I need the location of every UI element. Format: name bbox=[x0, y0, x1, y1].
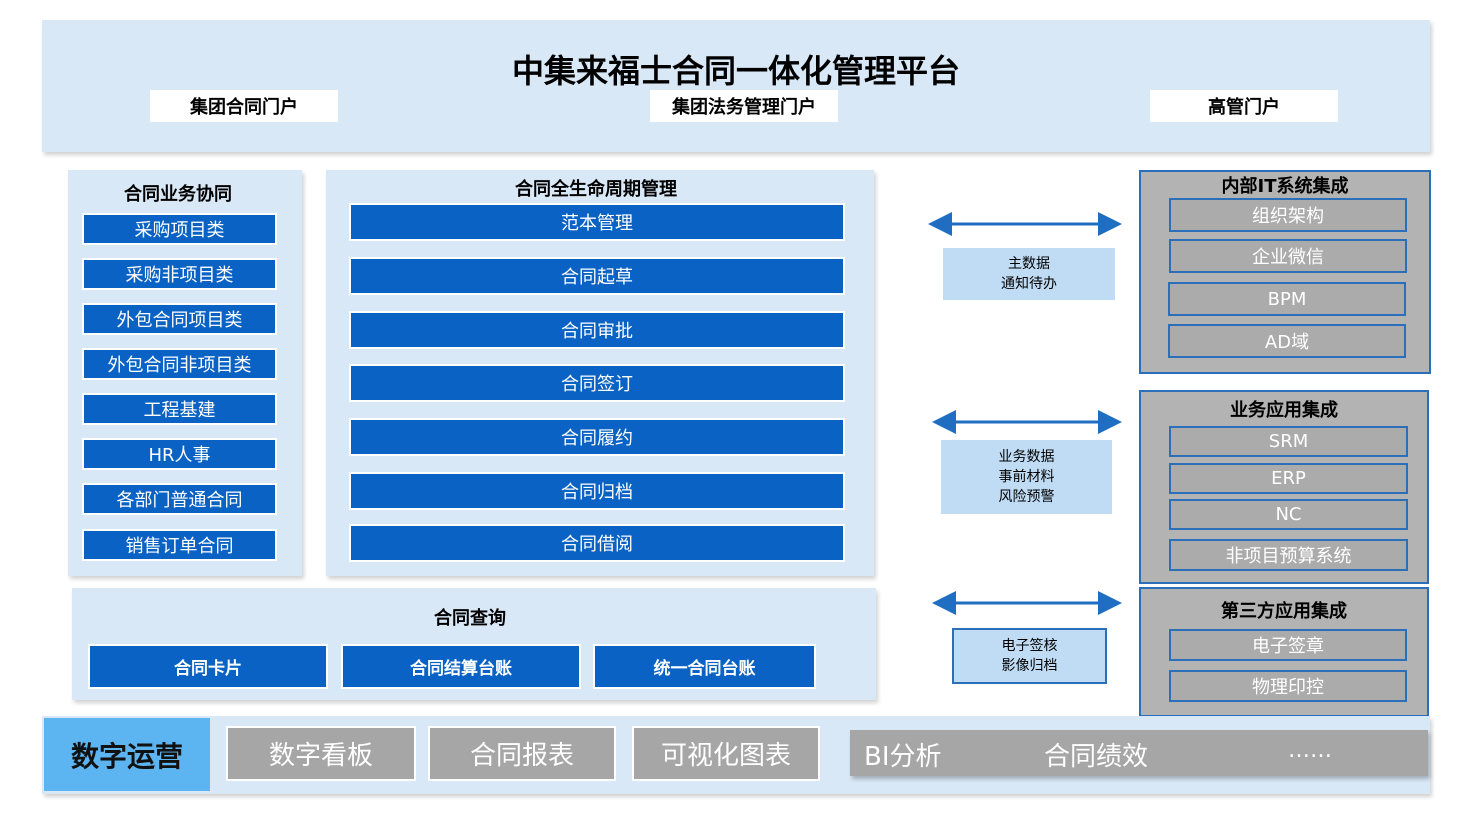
ops-dashboard[interactable]: 数字看板 bbox=[226, 726, 416, 781]
collab-item[interactable]: 采购非项目类 bbox=[82, 258, 277, 290]
flow-label-line: 风险预警 bbox=[998, 489, 1055, 505]
collab-item[interactable]: 采购项目类 bbox=[82, 213, 277, 245]
ops-report[interactable]: 合同报表 bbox=[428, 726, 616, 781]
lifecycle-item[interactable]: 合同归档 bbox=[349, 472, 845, 510]
biz-budget-system[interactable]: 非项目预算系统 bbox=[1169, 539, 1408, 571]
ops-bi-analysis[interactable]: BI分析 bbox=[864, 742, 942, 772]
header-panel: 中集来福士合同一体化管理平台 集团合同门户 集团法务管理门户 高管门户 bbox=[42, 20, 1430, 152]
collab-item[interactable]: 销售订单合同 bbox=[82, 529, 277, 561]
flow-label-line: 影像归档 bbox=[1001, 658, 1058, 674]
lifecycle-item[interactable]: 范本管理 bbox=[349, 203, 845, 241]
third-physical-seal[interactable]: 物理印控 bbox=[1169, 670, 1407, 702]
it-org-structure[interactable]: 组织架构 bbox=[1169, 198, 1407, 232]
biz-integration-title: 业务应用集成 bbox=[1230, 400, 1338, 421]
portal-legal[interactable]: 集团法务管理门户 bbox=[650, 90, 838, 122]
lifecycle-item[interactable]: 合同履约 bbox=[349, 418, 845, 456]
query-unified-ledger[interactable]: 统一合同台账 bbox=[593, 644, 816, 689]
ops-title-text: 数字运营 bbox=[70, 739, 183, 773]
it-wecom[interactable]: 企业微信 bbox=[1169, 239, 1407, 273]
page-title: 中集来福士合同一体化管理平台 bbox=[511, 52, 960, 90]
flow-label-line: 通知待办 bbox=[1001, 276, 1057, 292]
lifecycle-title: 合同全生命周期管理 bbox=[515, 179, 677, 200]
flow-label-business-data: 业务数据 事前材料 风险预警 bbox=[941, 440, 1112, 514]
collab-item[interactable]: 外包合同项目类 bbox=[82, 303, 277, 335]
portal-group-contract[interactable]: 集团合同门户 bbox=[150, 90, 338, 122]
query-title: 合同查询 bbox=[434, 608, 506, 629]
it-ad-domain[interactable]: AD域 bbox=[1168, 324, 1406, 358]
query-contract-card[interactable]: 合同卡片 bbox=[88, 644, 328, 689]
ops-extra-bar: BI分析 合同绩效 …… bbox=[850, 730, 1428, 776]
it-bpm[interactable]: BPM bbox=[1168, 282, 1406, 316]
collab-item[interactable]: 外包合同非项目类 bbox=[82, 348, 277, 380]
it-integration-title: 内部IT系统集成 bbox=[1221, 176, 1349, 197]
collab-item[interactable]: 各部门普通合同 bbox=[82, 483, 277, 515]
collab-item[interactable]: HR人事 bbox=[82, 438, 277, 470]
third-e-seal[interactable]: 电子签章 bbox=[1169, 629, 1407, 661]
biz-nc[interactable]: NC bbox=[1169, 499, 1408, 530]
flow-label-line: 主数据 bbox=[1008, 256, 1050, 272]
biz-erp[interactable]: ERP bbox=[1169, 463, 1408, 494]
ops-contract-performance[interactable]: 合同绩效 bbox=[1044, 742, 1149, 772]
ops-visual-chart[interactable]: 可视化图表 bbox=[632, 726, 820, 781]
flow-label-line: 电子签核 bbox=[1001, 638, 1058, 654]
biz-srm[interactable]: SRM bbox=[1169, 426, 1408, 457]
third-integration-title: 第三方应用集成 bbox=[1221, 601, 1347, 622]
lifecycle-item[interactable]: 合同签订 bbox=[349, 364, 845, 402]
flow-label-e-sign: 电子签核 影像归档 bbox=[952, 628, 1107, 684]
lifecycle-item[interactable]: 合同借阅 bbox=[349, 524, 845, 562]
flow-label-master-data: 主数据 通知待办 bbox=[943, 248, 1115, 300]
collab-item[interactable]: 工程基建 bbox=[82, 393, 277, 425]
ops-more: …… bbox=[1288, 738, 1332, 763]
lifecycle-item[interactable]: 合同起草 bbox=[349, 257, 845, 295]
ops-title: 数字运营 bbox=[44, 718, 210, 791]
flow-label-line: 事前材料 bbox=[998, 469, 1055, 485]
query-settlement-ledger[interactable]: 合同结算台账 bbox=[341, 644, 581, 689]
flow-label-line: 业务数据 bbox=[998, 449, 1055, 465]
lifecycle-item[interactable]: 合同审批 bbox=[349, 311, 845, 349]
portal-executive[interactable]: 高管门户 bbox=[1150, 90, 1338, 122]
collab-title: 合同业务协同 bbox=[124, 184, 232, 205]
